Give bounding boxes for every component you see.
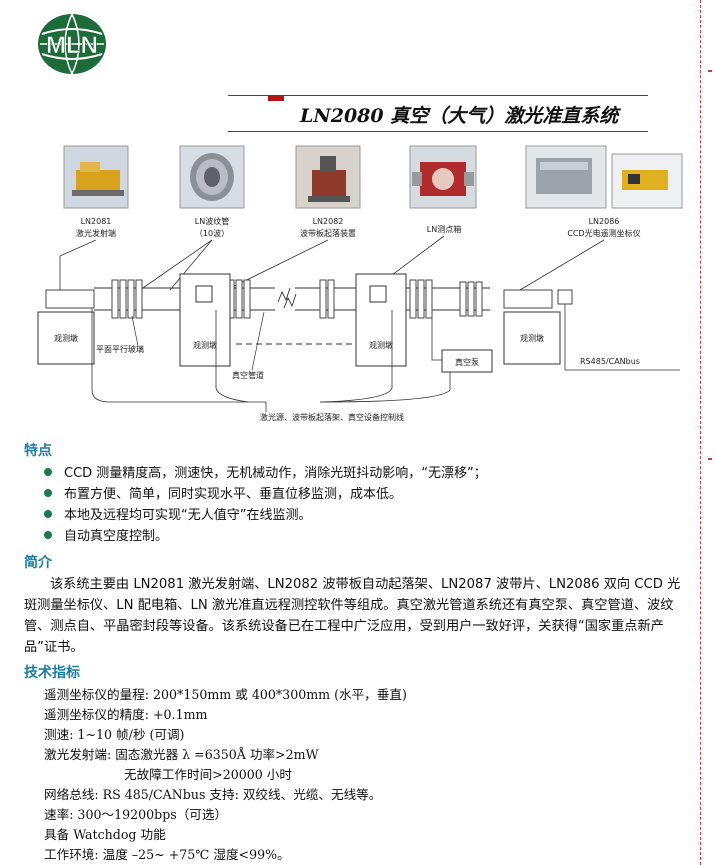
spec-line: 速率: 300～19200bps（可选） (44, 807, 228, 822)
photo-zone-plate-lifter (295, 145, 361, 209)
svg-text:（10波）: （10波） (195, 228, 229, 238)
observation-pier: 观测墩 (37, 311, 95, 365)
spec-line: 激光发射端: 固态激光器 λ =6350Å 功率>2mW (44, 747, 319, 762)
vacuum-pipe-label: 真空管道 (232, 370, 264, 380)
vacuum-pump: 真空泵 (431, 318, 493, 373)
bullet-icon (44, 489, 52, 497)
svg-text:观测墩: 观测墩 (54, 333, 78, 343)
spec-line: 网络总线: RS 485/CANbus 支持: 双绞线、光缆、无线等。 (44, 787, 382, 802)
photo-measure-point-box (409, 145, 477, 209)
svg-text:观测墩: 观测墩 (369, 340, 393, 350)
title-rule-top (228, 95, 648, 96)
svg-text:MLN: MLN (46, 32, 98, 59)
pointer-lines (59, 235, 605, 299)
title-accent (268, 95, 284, 101)
feature-item: 本地及远程均可实现“无人值守”在线监测。 (44, 504, 311, 523)
system-diagram: LN2081 激光发射端 LN波纹管 （10波） LN2082 波带板起落装置 … (37, 145, 683, 422)
intro-heading: 简介 (24, 555, 52, 571)
vacuum-pipe-line (45, 279, 573, 319)
svg-text:LN波纹管: LN波纹管 (195, 216, 229, 226)
svg-text:观测墩: 观测墩 (520, 333, 544, 343)
page-title: LN2080 真空（大气）激光准直系统 (300, 105, 619, 127)
margin-dashed-line (700, 0, 701, 865)
observation-pier: 观测墩 (179, 273, 231, 367)
spec-line: 工作环境: 温度 –25~ +75℃ 湿度<99%。 (44, 847, 290, 862)
photo-ccd-coordinate-meter (525, 145, 683, 209)
spec-line: 测速: 1~10 帧/秒 (可调) (44, 727, 185, 742)
mln-logo: MLN (38, 13, 106, 75)
bus-label: RS485/CANbus (580, 357, 640, 366)
feature-item: CCD 测量精度高，测速快，无机械动作，消除光斑抖动影响，“无漂移”； (44, 462, 487, 481)
observation-pier: 观测墩 (503, 311, 561, 365)
svg-text:真空泵: 真空泵 (455, 357, 479, 367)
spec-line: 遥测坐标仪的量程: 200*150mm 或 400*300mm (水平，垂直) (44, 687, 407, 702)
svg-text:LN2086: LN2086 (589, 217, 620, 226)
pointer-line (251, 311, 265, 371)
intro-paragraph: 该系统主要由 LN2081 激光发射端、LN2082 波带板自动起落架、LN20… (24, 577, 681, 655)
svg-text:LN测点箱: LN测点箱 (427, 224, 461, 234)
pipe-break-marks (277, 287, 297, 309)
title-rule-bottom (228, 131, 648, 132)
margin-mark (708, 70, 712, 72)
svg-text:激光发射端: 激光发射端 (76, 228, 116, 238)
spec-line: 具备 Watchdog 功能 (44, 827, 166, 842)
svg-text:LN2082: LN2082 (313, 217, 344, 226)
features-heading: 特点 (24, 443, 52, 459)
flat-glass-label: 平面平行玻璃 (96, 344, 144, 354)
observation-pier: 观测墩 (355, 273, 407, 367)
photo-bellows (179, 145, 245, 209)
bullet-icon (44, 510, 52, 518)
control-line-label: 激光源、波带板起落架、真空设备控制线 (260, 412, 404, 422)
spec-line: 遥测坐标仪的精度: +0.1mm (44, 707, 208, 722)
bullet-icon (44, 531, 52, 539)
bus-line (564, 304, 680, 371)
feature-item: 自动真空度控制。 (44, 525, 168, 544)
spec-line: 无故障工作时间>20000 小时 (124, 767, 292, 782)
svg-text:LN2081: LN2081 (81, 217, 112, 226)
feature-item: 布置方便、简单，同时实现水平、垂直位移监测，成本低。 (44, 483, 402, 502)
bullet-icon (44, 468, 52, 476)
svg-text:CCD光电遥测坐标仪: CCD光电遥测坐标仪 (567, 228, 640, 238)
svg-text:观测墩: 观测墩 (193, 340, 217, 350)
device-label: LN2081 激光发射端 LN波纹管 （10波） LN2082 波带板起落装置 … (76, 216, 641, 238)
svg-text:波带板起落装置: 波带板起落装置 (300, 228, 356, 238)
control-lines (91, 308, 451, 412)
photo-laser-emitter (63, 145, 129, 209)
margin-mark (708, 458, 712, 460)
pointer-line (131, 315, 139, 347)
specs-heading: 技术指标 (24, 665, 80, 681)
